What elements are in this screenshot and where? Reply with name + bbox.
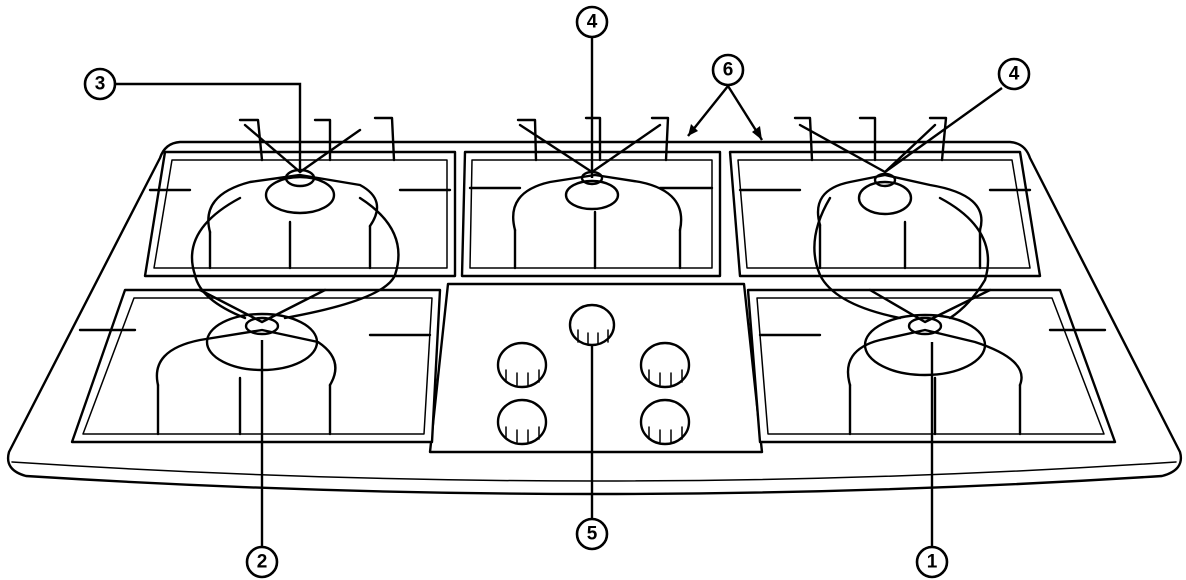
control-panel — [428, 282, 764, 454]
knob-right-lower[interactable] — [639, 398, 691, 446]
callout-4-right-label: 4 — [1009, 64, 1020, 85]
callout-3-label: 3 — [95, 74, 106, 95]
callout-4-right: 4 — [997, 57, 1031, 91]
callout-6-label: 6 — [723, 60, 734, 81]
callout-1-label: 1 — [927, 552, 938, 573]
grate-bottom-left — [70, 288, 442, 444]
callout-2: 2 — [245, 545, 279, 579]
grate-arms-left — [190, 196, 400, 320]
knob-left-upper[interactable] — [496, 341, 548, 389]
callout-4-center: 4 — [575, 5, 609, 39]
grate-arms-right — [813, 196, 990, 320]
knob-top-center[interactable] — [568, 303, 616, 347]
callout-3: 3 — [83, 67, 117, 101]
callout-5-label: 5 — [587, 524, 598, 545]
callout-2-label: 2 — [257, 552, 268, 573]
callout-5: 5 — [575, 517, 609, 551]
cooktop-body — [6, 140, 1183, 496]
grate-top-left — [143, 116, 457, 278]
leader-lines — [116, 38, 1003, 550]
grate-top-center — [460, 116, 722, 278]
callout-4-center-label: 4 — [587, 12, 598, 33]
callout-6: 6 — [711, 53, 745, 87]
knob-right-upper[interactable] — [639, 341, 691, 389]
callout-1: 1 — [915, 545, 949, 579]
knob-left-lower[interactable] — [496, 398, 548, 446]
